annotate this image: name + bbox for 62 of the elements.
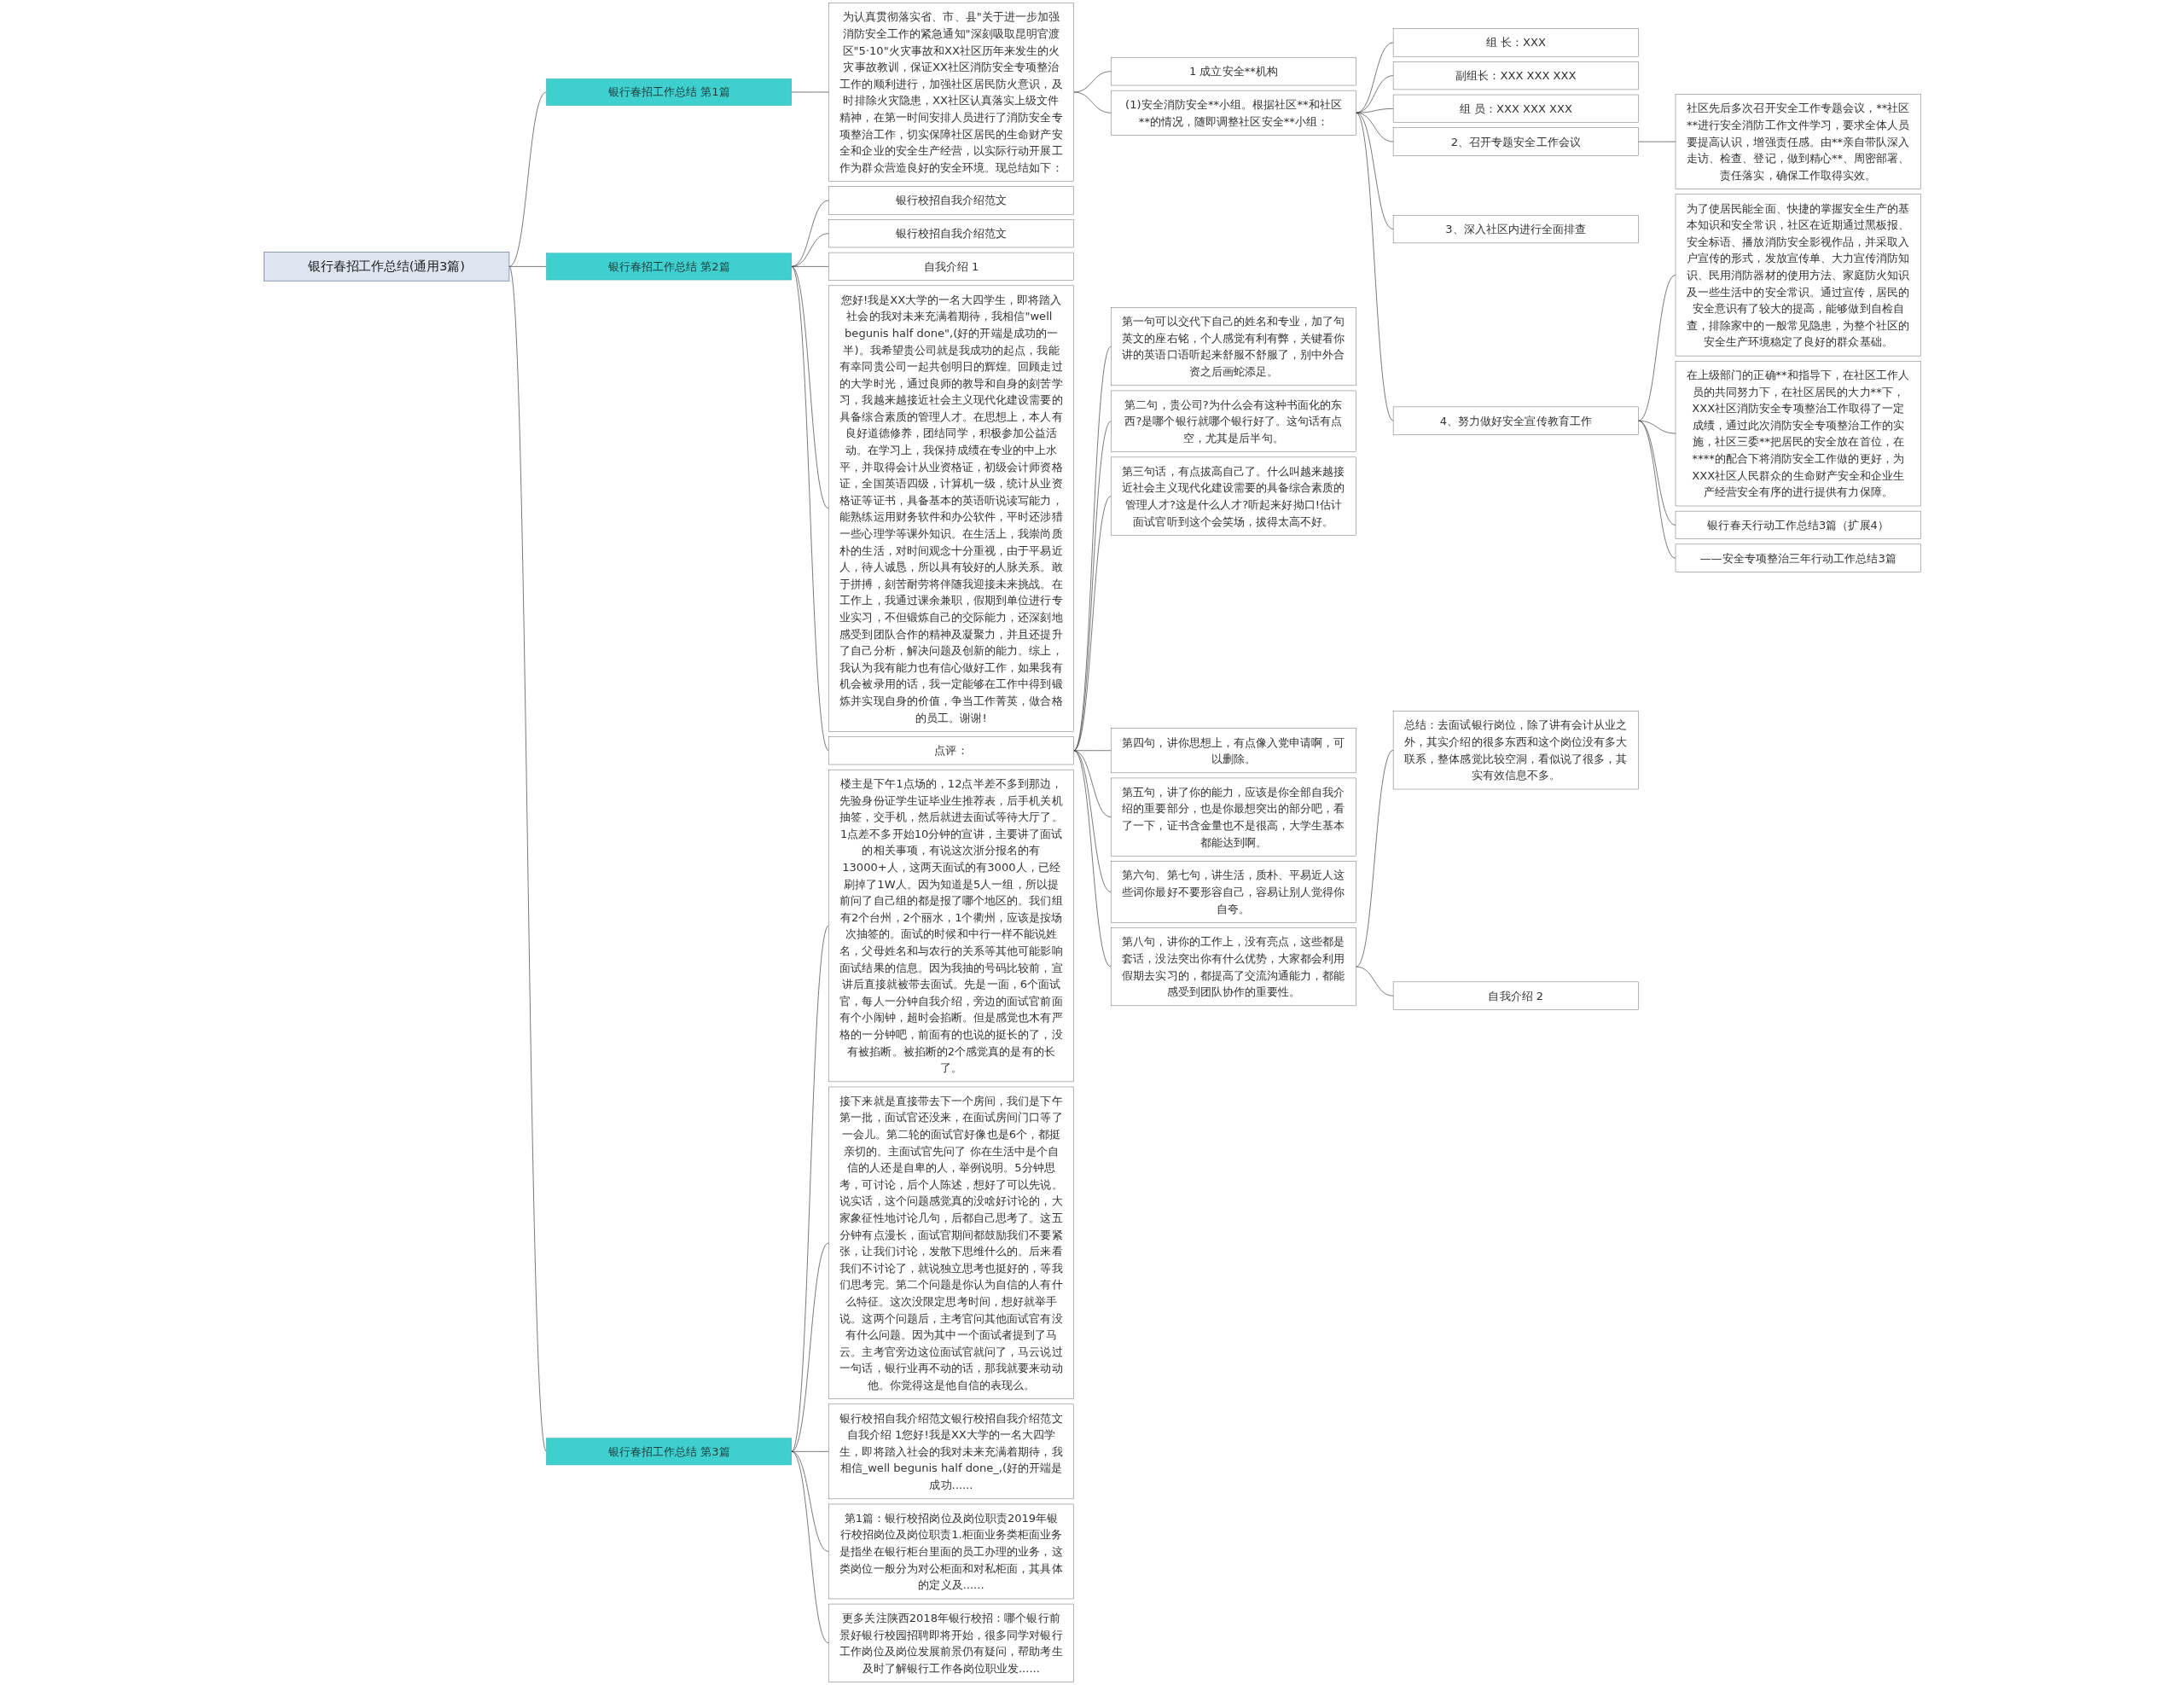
node-box [1110, 728, 1356, 774]
node-box [1392, 94, 1639, 123]
connector [1355, 108, 1393, 113]
connector [1355, 75, 1393, 113]
connector [1072, 421, 1112, 752]
connector [1072, 496, 1112, 752]
node-box [828, 3, 1074, 182]
connector [1072, 91, 1112, 113]
node-box [828, 252, 1074, 281]
node-box [1675, 361, 1921, 507]
connector [1355, 112, 1393, 421]
connector [791, 233, 829, 267]
node-box [1110, 390, 1356, 452]
connector [791, 200, 829, 267]
connector [1637, 420, 1676, 559]
connector [1637, 275, 1676, 421]
connector [1072, 346, 1112, 752]
connector [791, 1451, 829, 1552]
connector [1355, 966, 1393, 996]
node-box [828, 769, 1074, 1083]
node-box [828, 736, 1074, 765]
node-box [1392, 215, 1639, 244]
node-box [828, 1503, 1074, 1600]
node-box [1675, 510, 1921, 539]
connector [791, 266, 829, 752]
node-box [1392, 711, 1639, 790]
connector [508, 266, 547, 267]
node-box [1392, 981, 1639, 1010]
node-box [545, 78, 792, 106]
node-box [828, 186, 1074, 215]
node-box [828, 285, 1074, 732]
node-box [1392, 127, 1639, 156]
connector [1072, 750, 1112, 967]
node-box [828, 1403, 1074, 1500]
connector [1355, 42, 1393, 113]
node-box [1110, 777, 1356, 857]
node-box [545, 253, 792, 281]
node-box [1675, 94, 1921, 189]
connector [1355, 749, 1393, 967]
connector [791, 1242, 829, 1452]
node-box [545, 1438, 792, 1466]
node-box [1110, 90, 1356, 136]
node-box [828, 1603, 1074, 1682]
node-box [263, 252, 509, 282]
node-box [1392, 61, 1639, 90]
connector [791, 925, 829, 1452]
node-box [1392, 28, 1639, 57]
connector [791, 1451, 829, 1644]
node-box [1110, 927, 1356, 1007]
node-box [1675, 194, 1921, 357]
node-box [828, 1086, 1074, 1399]
connector [1072, 750, 1112, 892]
node-box [1110, 456, 1356, 536]
connector [508, 91, 547, 267]
connector [791, 266, 829, 267]
node-box [828, 219, 1074, 248]
node-box [1110, 861, 1356, 923]
node-box [1110, 307, 1356, 386]
node-box [1392, 406, 1639, 435]
node-box [1675, 543, 1921, 572]
connector [791, 266, 829, 509]
node-box [1110, 57, 1356, 86]
